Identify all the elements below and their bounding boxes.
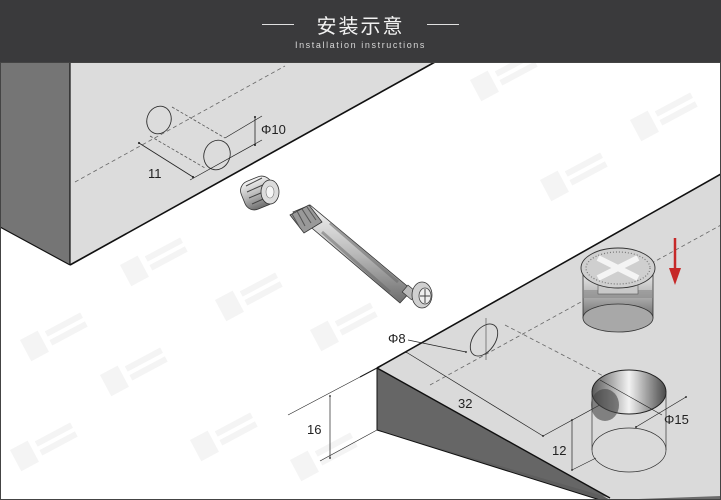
cam-lock bbox=[580, 247, 656, 333]
dim-pin-hole-diameter: Φ8 bbox=[388, 331, 406, 346]
page-subtitle: Installation instructions bbox=[294, 40, 427, 50]
header-banner: 安装示意 Installation instructions bbox=[0, 0, 721, 62]
dim-hole-depth: 11 bbox=[148, 166, 162, 181]
dim-edge-distance: 32 bbox=[458, 396, 472, 411]
dim-hole-diameter: Φ10 bbox=[261, 122, 286, 137]
dowel-insert bbox=[240, 175, 280, 211]
down-arrow-icon bbox=[669, 238, 681, 285]
title-rule-right bbox=[427, 24, 459, 25]
upper-board bbox=[0, 62, 436, 266]
dim-cam-hole-diameter: Φ15 bbox=[664, 412, 689, 427]
dim-board-thickness: 16 bbox=[307, 422, 321, 437]
title-rule-left bbox=[262, 24, 294, 25]
dim-cam-hole-depth: 12 bbox=[552, 443, 566, 458]
assembly-illustration: 11 Φ10 bbox=[0, 62, 721, 500]
brand-logo-icon bbox=[10, 62, 698, 482]
lower-board bbox=[287, 173, 721, 500]
connector-bolt bbox=[289, 204, 433, 309]
page-title: 安装示意 bbox=[316, 16, 405, 38]
